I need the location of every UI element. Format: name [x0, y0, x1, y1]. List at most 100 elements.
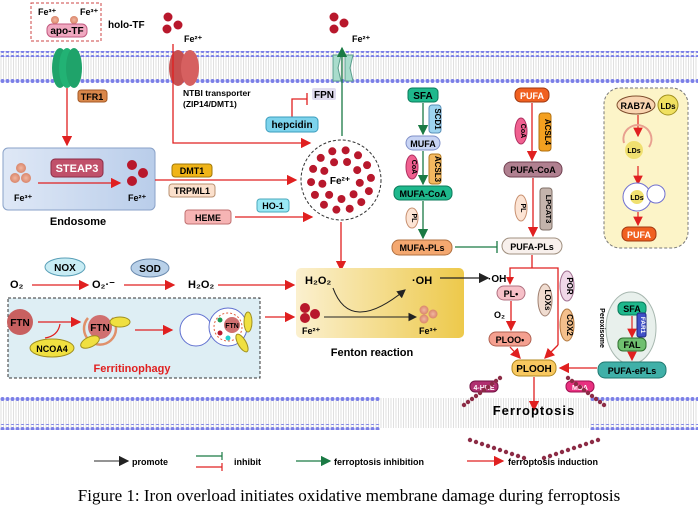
peroxisome-label: Peroxisome — [598, 308, 605, 348]
steap3-label: STEAP3 — [56, 163, 99, 175]
lds-label-2: LDs — [627, 148, 640, 155]
hepcidin-inhibit-line — [291, 93, 308, 117]
fpn-label: FPN — [314, 90, 334, 101]
fe3-right-label: Fe³⁺ — [80, 7, 99, 17]
ncoa4-label: NCOA4 — [36, 344, 68, 354]
endosome-fe2-label: Fe²⁺ — [128, 193, 147, 203]
superoxide-label: O₂·⁻ — [92, 279, 115, 291]
rab7a-label: RAB7A — [620, 101, 652, 111]
legend-ferroptosis-inhibition-label: ferroptosis inhibition — [334, 457, 424, 467]
iron-ion-dot — [319, 200, 328, 209]
fal-label: FAL — [624, 340, 642, 350]
membrane-lipid-dot — [515, 453, 521, 459]
mufa-pls-label: MUFA-PLs — [400, 243, 445, 253]
legend-inhibit-label: inhibit — [234, 457, 261, 467]
pl-radical-label: PL• — [504, 289, 519, 299]
pufa-pl-label: PL — [519, 204, 526, 214]
fe3-left-label: Fe³⁺ — [38, 7, 57, 17]
nox-label: NOX — [54, 263, 76, 274]
plooh-label: PLOOH — [516, 364, 552, 375]
legend-promote-label: promote — [132, 457, 168, 467]
membrane-lipid-dot — [477, 390, 483, 396]
membrane-lipid-dot — [601, 402, 607, 408]
lipophagy-panel: RAB7A LDs LDs LDs PUFA — [603, 87, 689, 249]
membrane-lipid-dot — [565, 375, 571, 381]
fenton-oh-label: ·OH — [412, 275, 432, 287]
iron-ion-dot — [354, 151, 363, 160]
ntbi-fe2-label: Fe²⁺ — [184, 34, 203, 44]
trpml1-label: TRPML1 — [174, 186, 210, 196]
iron-ion-dot — [316, 153, 325, 162]
mufa-pl-label: PL — [410, 214, 417, 224]
membrane-lipid-dot — [503, 449, 509, 455]
mufa-pathway: SFA SCD1 MUFA CoA ACSL3 MUFA-CoA PL MUFA… — [391, 87, 453, 256]
lds-label-3: LDs — [630, 195, 643, 202]
sfa-label: SFA — [413, 91, 432, 102]
fenton-fe2-label: Fe²⁺ — [302, 326, 321, 336]
iron-ion-dot — [318, 179, 327, 188]
acsl4-label: ACSL4 — [543, 119, 552, 146]
ferritinophagy-panel: FTN NCOA4 FTN FTN Ferritinophagy — [7, 297, 261, 379]
pufa-label: PUFA — [520, 91, 545, 101]
membrane-lipid-dot — [485, 384, 491, 390]
membrane-lipid-dot — [595, 437, 601, 443]
pufa-pls-label: PUFA-PLs — [510, 242, 554, 252]
membrane-lipid-dot — [493, 378, 499, 384]
scd1-label: SCD1 — [433, 108, 442, 130]
iron-ion-dot — [307, 178, 316, 187]
por-label: POR — [565, 277, 574, 295]
h2o2-label: H₂O₂ — [188, 279, 214, 291]
mufa-inhibits-pufa-line — [455, 241, 498, 253]
ftn-label: FTN — [10, 318, 29, 329]
pufa-coa-cofactor-label: CoA — [519, 124, 526, 138]
ho1-label: HO-1 — [262, 201, 284, 211]
iron-ion-dot — [309, 164, 318, 173]
dmt1-label: DMT1 — [180, 166, 205, 176]
heme-label: HEME — [195, 213, 221, 223]
iron-ion-dot — [332, 205, 341, 214]
acsl3-label: ACSL3 — [433, 156, 442, 183]
fpn-exporter: Fe²⁺ FPN — [312, 12, 371, 101]
sod-label: SOD — [139, 264, 161, 275]
membrane-lipid-dot — [565, 447, 571, 453]
membrane-lipid-dot — [577, 443, 583, 449]
legend-ferroptosis-induction-label: ferroptosis induction — [508, 457, 598, 467]
iron-ion-dot — [328, 147, 337, 156]
peroxidation-oh-label: ·OH — [488, 274, 506, 285]
membrane-lipid-dot — [497, 375, 503, 381]
iron-ion-dot — [343, 157, 352, 166]
mufa-label: MUFA — [410, 139, 436, 149]
ntbi-label: NTBI transporter — [183, 88, 251, 98]
membrane-lipid-dot — [491, 445, 497, 451]
membrane-lipid-dot — [469, 396, 475, 402]
membrane-lipid-dot — [585, 390, 591, 396]
ferritinophagy-label: Ferritinophagy — [93, 363, 171, 375]
iron-ion-dot — [363, 161, 372, 170]
peroxidation-o2-label: O₂ — [494, 310, 505, 320]
endosome: Fe³⁺ STEAP3 Fe²⁺ Endosome — [2, 147, 156, 228]
iron-ion-dot — [357, 198, 366, 207]
holo-tf-group: apo-TF Fe³⁺ Fe³⁺ holo-TF — [30, 2, 145, 42]
membrane-lipid-dot — [569, 378, 575, 384]
mufa-coa-cofactor-label: CoA — [410, 160, 417, 174]
membrane-lipid-dot — [481, 387, 487, 393]
membrane-lipid-dot — [559, 449, 565, 455]
lpcat3-label: LPCAT3 — [544, 195, 553, 224]
membrane-lipid-dot — [485, 443, 491, 449]
membrane-lipid-dot — [577, 384, 583, 390]
membrane-lipid-dot — [589, 393, 595, 399]
iron-ion-dot — [353, 166, 362, 175]
ferroptosis-diagram: apo-TF Fe³⁺ Fe³⁺ holo-TF TFR1 Fe²⁺ NTBI … — [0, 2, 698, 471]
labile-iron-pool: Fe²⁺ — [300, 139, 382, 221]
loxs-label: LOXs — [543, 290, 552, 311]
iron-ion-dot — [341, 146, 350, 155]
ntbi-sub-label: (ZIP14/DMT1) — [183, 99, 237, 109]
membrane-lipid-dot — [509, 451, 515, 457]
pufa-epls-label: PUFA-ePLs — [608, 366, 657, 376]
cox2-label: COX2 — [565, 314, 574, 336]
membrane-lipid-dot — [589, 439, 595, 445]
membrane-lipid-dot — [593, 396, 599, 402]
ros-chain: O₂ NOX O₂·⁻ SOD H₂O₂ — [10, 257, 296, 291]
iron-ion-dot — [345, 204, 354, 213]
far1-label: FAR1 — [639, 317, 646, 334]
